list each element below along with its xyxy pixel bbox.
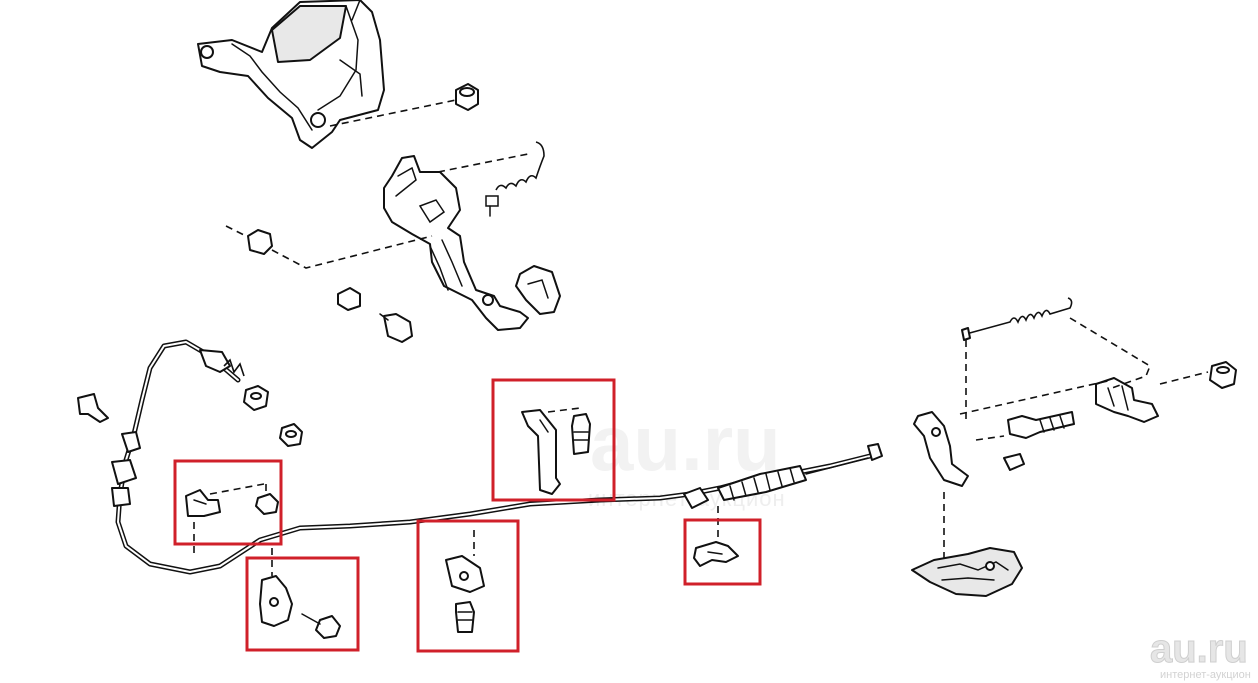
pivot-bushing-left <box>247 229 273 255</box>
highlight-box-clip <box>173 459 283 546</box>
cable-nuts-upper <box>243 385 303 447</box>
corner-watermark-text: au.ru <box>1150 627 1248 671</box>
highlight-box-upper-bracket <box>491 378 616 502</box>
pedal-bracket-assembly <box>197 0 385 149</box>
highlight-box-center-bracket <box>416 519 520 653</box>
highlight-box-small-clip <box>683 518 762 586</box>
cable-clip-left <box>77 393 109 423</box>
center-watermark-text: au.ru <box>590 399 781 487</box>
bracket-nut-top <box>455 83 479 111</box>
rear-equalizer-assembly <box>913 297 1237 560</box>
highlight-box-bracket-bolt <box>245 556 360 652</box>
pivot-bolt-lower <box>337 287 413 343</box>
cable-bracket-with-bolt <box>259 548 341 639</box>
pedal-pad <box>515 265 561 315</box>
corner-watermark: au.ru интернет-аукцион <box>1150 627 1251 682</box>
clamp-clip-part <box>185 483 279 556</box>
parking-brake-cable <box>111 339 883 575</box>
rear-mounting-plate <box>911 547 1023 597</box>
corner-watermark-subtitle: интернет-аукцион <box>1160 669 1251 681</box>
center-cable-bracket <box>445 530 485 633</box>
small-cable-clip <box>693 506 739 567</box>
brake-pedal-lever <box>383 155 529 331</box>
return-spring-top <box>485 141 545 217</box>
upper-mounting-bracket <box>521 407 591 495</box>
highlight-boxes <box>173 378 762 653</box>
